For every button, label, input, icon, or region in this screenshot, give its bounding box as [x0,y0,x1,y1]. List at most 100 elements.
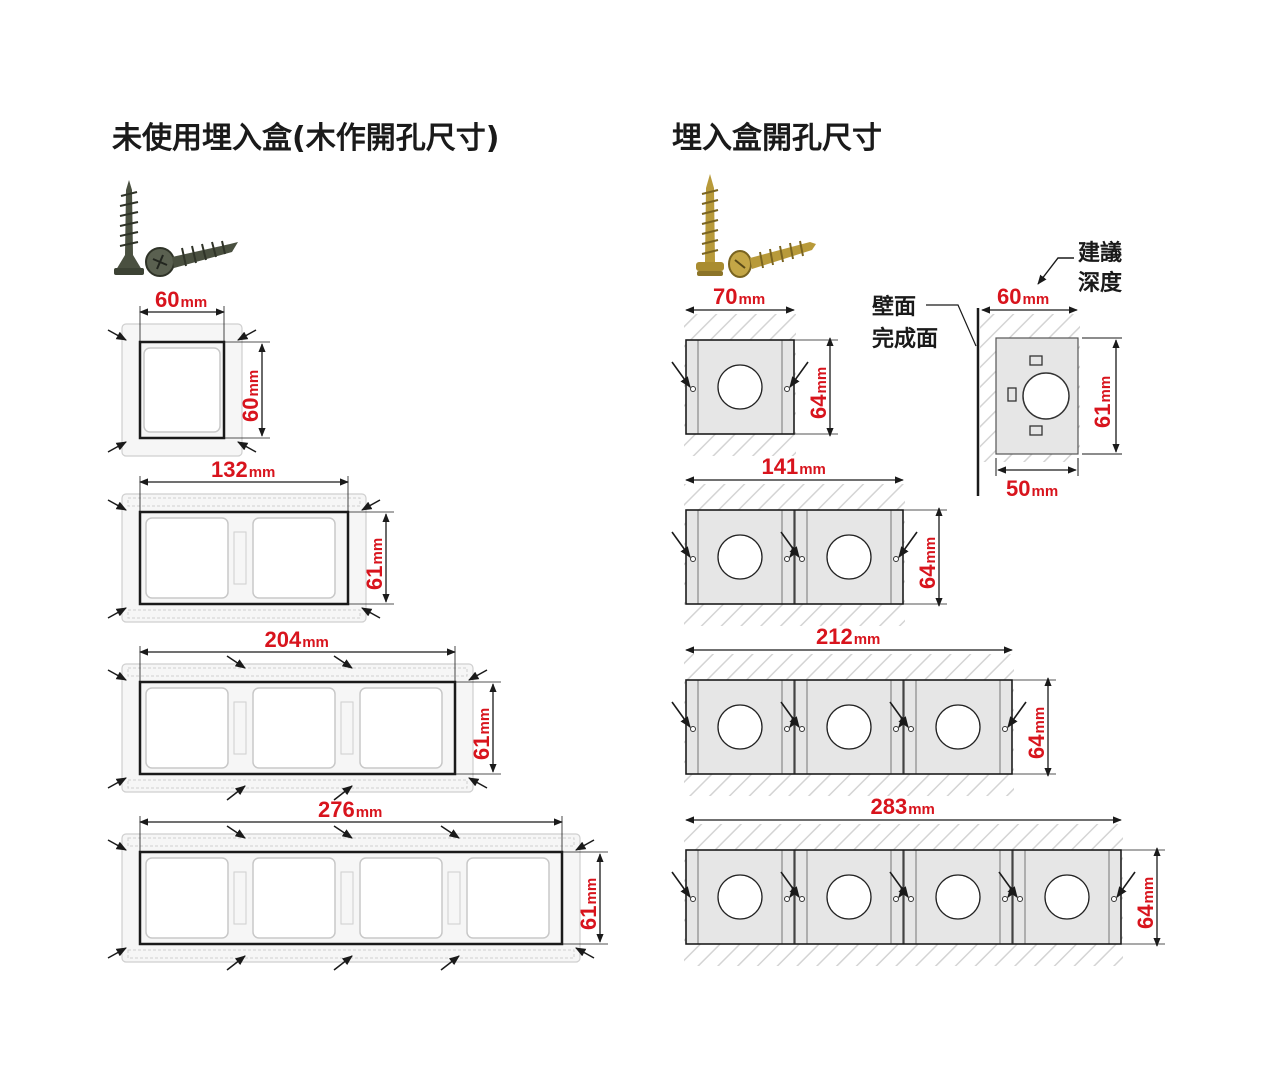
frame-cutout [143,347,221,433]
screw-position-arrow [671,531,691,558]
embedded-box [780,509,918,605]
height-dimension-label: 60mm [238,370,263,422]
screw-position-arrow [575,947,595,959]
screw-hole [690,896,696,902]
screw-position-arrow [575,839,595,851]
frame-rail-bottom [127,779,468,789]
screw-position-arrow [107,947,127,959]
height-dimension-label: 64mm [1133,877,1158,929]
screw-hole [690,556,696,562]
width-dimension-label: 212mm [816,624,880,649]
screw-hole [893,896,899,902]
frame-cutout [145,857,229,939]
wood-screw-icon [114,180,238,277]
frame-rail-top [127,497,361,507]
wall-label-line2: 完成面 [872,326,938,352]
screw-hole [784,726,790,732]
screw-position-arrow [333,825,353,839]
frame-divider [340,871,354,925]
screw-hole [784,386,790,392]
height-dimension-label: 61mm [469,708,494,760]
box-knockout [826,704,872,750]
depth-note-line2: 深度 [1078,270,1123,296]
screw-position-arrow [440,955,460,971]
box-knockout [717,534,763,580]
left-title: 未使用埋入盒(木作開孔尺寸) [112,121,499,156]
embedded-box [889,849,1027,945]
screw-position-arrow [226,785,246,801]
frame-divider [233,871,247,925]
frame-cutout [359,857,443,939]
frame-rail-bottom [127,609,361,619]
screw-hole [690,726,696,732]
screw-hole [1002,726,1008,732]
screw-position-arrow [226,825,246,839]
screw-position-arrow [237,441,257,453]
frame-divider [447,871,461,925]
screw-position-arrow [361,499,381,511]
depth-note-arrow [1037,257,1074,285]
screw-position-arrow [998,871,1018,898]
machine-screw-icon [696,174,816,278]
box-knockout [935,874,981,920]
screw-hole [893,726,899,732]
screw-position-arrow [107,499,127,511]
opening-outline [138,340,226,440]
opening-outline [138,850,564,946]
screw-position-arrow [671,871,691,898]
embedded-box [671,509,809,605]
screw-hole [893,556,899,562]
width-dimension-label: 283mm [871,794,935,819]
embedded-box [671,339,809,435]
screw-position-arrow [226,655,246,669]
embedded-box [671,679,809,775]
frame-rail-top [127,667,468,677]
screw-position-arrow [440,825,460,839]
width-dimension-label: 141mm [762,454,826,479]
box-knockout [1044,874,1090,920]
box-knockout [826,874,872,920]
box-knockout [935,704,981,750]
screw-position-arrow [107,329,127,341]
box-outline [685,679,1013,775]
screw-hole [908,896,914,902]
depth-note-line1: 建議 [1078,240,1122,266]
screw-position-arrow [780,701,800,728]
screw-hole [690,386,696,392]
screw-position-arrow [107,607,127,619]
screw-position-arrow [889,871,909,898]
opening-outline [138,510,350,606]
frame-divider [233,531,247,585]
side-box-tab-bottom [1029,425,1043,436]
side-box-tab-top [1029,355,1043,366]
screw-position-arrow [789,361,809,388]
width-dimension-label: 276mm [318,797,382,822]
wall-label-leader [926,304,977,347]
screw-position-arrow [107,839,127,851]
height-dimension-label: 64mm [915,537,940,589]
screw-position-arrow [671,361,691,388]
height-dimension-label: 64mm [806,367,831,419]
frame-row-1gang: 60mm 60mm [107,287,270,457]
screw-hole [1002,896,1008,902]
box-outline [685,339,795,435]
box-knockout [826,534,872,580]
screw-position-arrow [468,669,488,681]
screw-hole [784,556,790,562]
screw-position-arrow [1116,871,1136,898]
embedded-box [998,849,1136,945]
box-knockout [717,704,763,750]
width-dimension-label: 60mm [155,287,207,312]
frame-divider [340,701,354,755]
right-title: 埋入盒開孔尺寸 [672,121,882,156]
screw-position-arrow [107,777,127,789]
screw-position-arrow [780,531,800,558]
depth-dimension-label: 60mm [997,284,1049,309]
height-dimension-label: 61mm [362,538,387,590]
opening-outline [138,680,457,776]
